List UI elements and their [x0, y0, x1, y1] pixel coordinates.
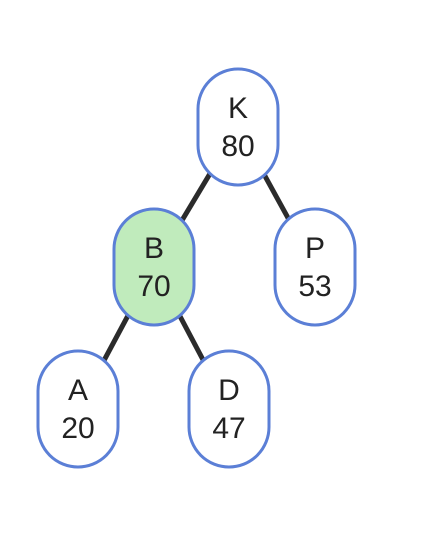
node-value: 70 [137, 270, 170, 303]
node-shape-p [273, 207, 357, 327]
nodes-layer: K 80B 70 P 53A 20 D 47 [36, 67, 357, 469]
node-shape-a [36, 349, 120, 469]
node-shape-d [187, 349, 271, 469]
node-label: A [68, 374, 88, 407]
edge-b-d [176, 311, 207, 365]
edge-k-p [260, 171, 293, 223]
node-shape-k [196, 67, 280, 187]
node-value: 53 [298, 270, 331, 303]
node-value: 20 [61, 412, 94, 445]
node-shape-b [112, 207, 196, 327]
edge-b-a [100, 311, 132, 365]
tree-node-a: A 20 [36, 349, 120, 469]
edges-layer [100, 170, 293, 365]
node-value: 80 [221, 130, 254, 163]
node-label: P [305, 232, 325, 265]
tree-node-d: D 47 [187, 349, 271, 469]
node-label: K [228, 92, 248, 125]
node-label: B [144, 232, 164, 265]
tree-node-b: B 70 [112, 207, 196, 327]
tree-node-k: K 80 [196, 67, 280, 187]
edge-k-b [178, 170, 214, 224]
node-value: 47 [212, 412, 245, 445]
tree-node-p: P 53 [273, 207, 357, 327]
node-label: D [218, 374, 240, 407]
